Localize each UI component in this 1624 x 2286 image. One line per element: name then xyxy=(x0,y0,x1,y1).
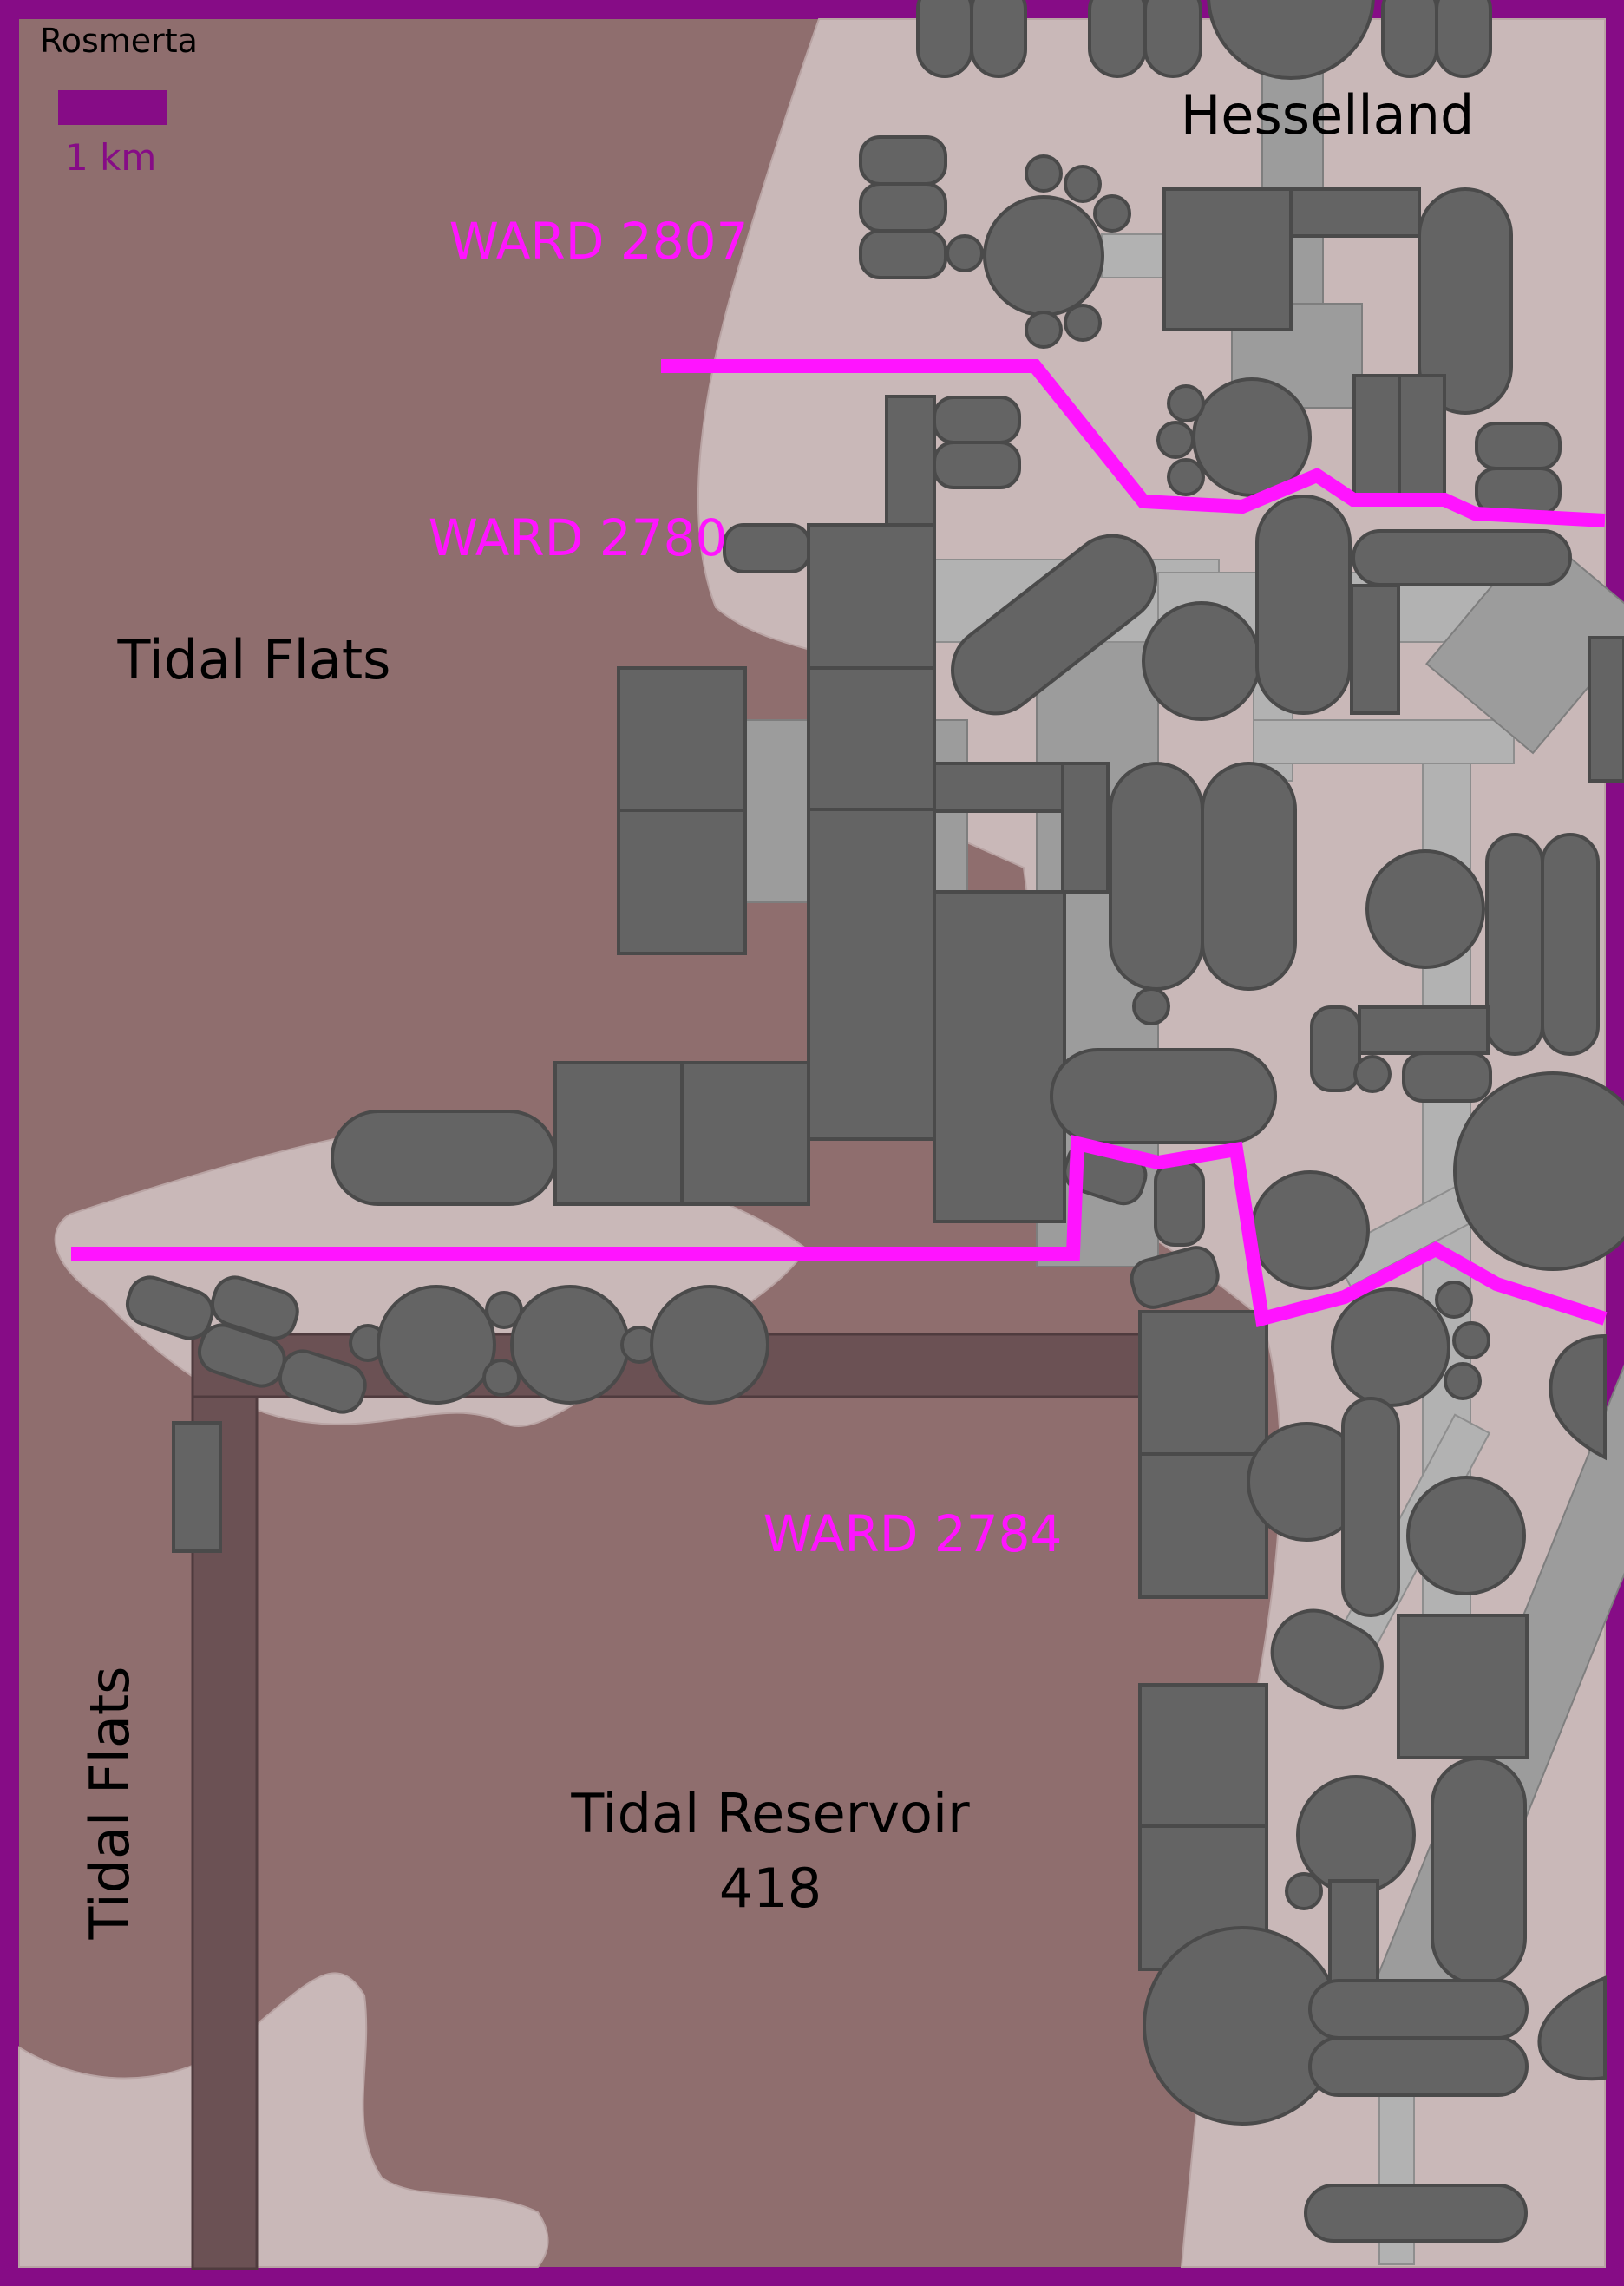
ward-label-2807: WARD 2807 xyxy=(449,212,749,271)
place-label-tidal-flats: Tidal Flats xyxy=(117,628,391,691)
place-label-hesselland: Hesselland xyxy=(1181,83,1475,147)
scale-bar xyxy=(58,90,167,125)
ward-boundaries xyxy=(71,359,1608,1327)
map-title: Rosmerta xyxy=(40,22,198,60)
place-label-reservoir-number: 418 xyxy=(719,1857,822,1920)
ward-boundary-south xyxy=(71,1134,1608,1327)
place-label-reservoir-name: Tidal Reservoir xyxy=(570,1782,970,1845)
ward-boundary-north xyxy=(661,359,1606,527)
scale-bar-label: 1 km xyxy=(65,136,156,179)
ward-label-2780: WARD 2780 xyxy=(429,508,728,567)
place-label-tidal-flats-vertical: Tidal Flats xyxy=(78,1667,141,1941)
buildings xyxy=(125,0,1624,2243)
ward-label-2784: WARD 2784 xyxy=(763,1504,1063,1563)
